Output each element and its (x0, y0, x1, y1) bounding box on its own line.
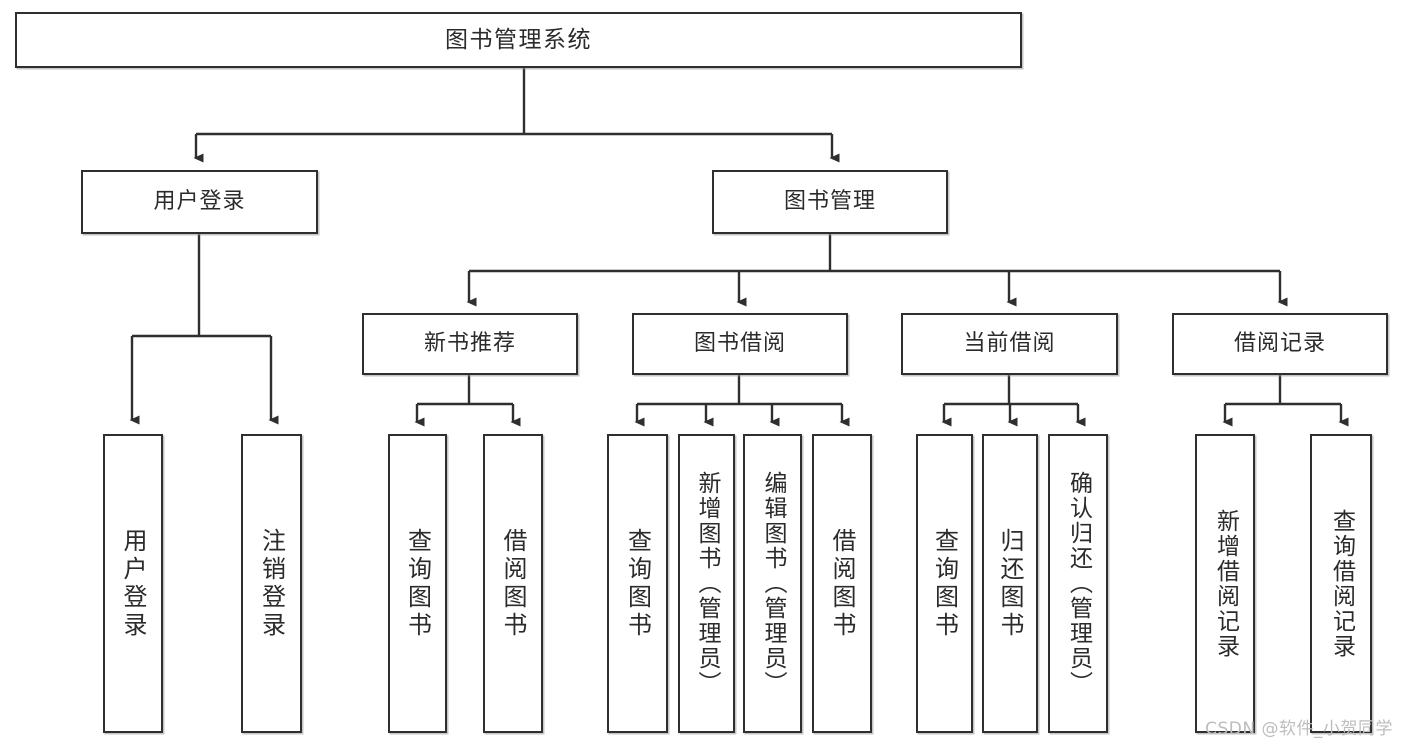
node-current-borrow[interactable]: 当前借阅 (901, 313, 1118, 375)
node-leaf-user-login[interactable]: 用户登录 (103, 434, 163, 733)
node-leaf-query-borrow-record[interactable]: 查询借阅记录 (1310, 434, 1372, 733)
node-borrow-record[interactable]: 借阅记录 (1172, 313, 1388, 375)
node-label: 借阅记录 (1233, 331, 1326, 356)
node-label: 注销登录 (257, 527, 286, 640)
node-label: 查询图书 (403, 527, 432, 640)
node-label: 新增图书（管理员） (694, 471, 720, 696)
node-leaf-add-book-admin[interactable]: 新增图书（管理员） (678, 434, 735, 733)
node-leaf-query-book-borrow[interactable]: 查询图书 (607, 434, 668, 733)
node-book-management[interactable]: 图书管理 (712, 170, 948, 234)
node-label: 编辑图书（管理员） (760, 471, 786, 696)
node-root-system[interactable]: 图书管理系统 (15, 12, 1022, 68)
node-leaf-edit-book-admin[interactable]: 编辑图书（管理员） (743, 434, 802, 733)
node-label: 新增借阅记录 (1212, 508, 1239, 659)
node-leaf-add-borrow-record[interactable]: 新增借阅记录 (1195, 434, 1255, 733)
node-label: 查询借阅记录 (1328, 508, 1355, 659)
node-leaf-logout-login[interactable]: 注销登录 (241, 434, 302, 733)
node-leaf-query-book-current[interactable]: 查询图书 (916, 434, 973, 733)
node-label: 图书借阅 (693, 331, 786, 356)
node-leaf-return-book[interactable]: 归还图书 (982, 434, 1038, 733)
node-label: 确认归还（管理员） (1065, 471, 1092, 696)
node-label: 用户登录 (153, 189, 246, 214)
node-label: 借阅图书 (499, 527, 527, 640)
node-label: 图书管理系统 (445, 26, 592, 53)
node-leaf-confirm-return-admin[interactable]: 确认归还（管理员） (1048, 434, 1108, 733)
node-label: 查询图书 (930, 527, 959, 640)
node-label: 当前借阅 (963, 331, 1056, 356)
node-label: 借阅图书 (828, 527, 856, 640)
node-label: 用户登录 (119, 527, 147, 640)
node-leaf-borrow-book-borrow[interactable]: 借阅图书 (812, 434, 872, 733)
node-label: 新书推荐 (423, 331, 516, 356)
node-leaf-query-book-newbook[interactable]: 查询图书 (388, 434, 447, 733)
node-label: 图书管理 (783, 189, 876, 214)
node-label: 归还图书 (996, 527, 1024, 640)
node-new-book-recommend[interactable]: 新书推荐 (362, 313, 578, 375)
watermark-text: CSDN @软件_小贺同学 (1205, 719, 1393, 739)
node-user-login[interactable]: 用户登录 (81, 170, 318, 234)
node-label: 查询图书 (623, 527, 652, 640)
node-book-borrow[interactable]: 图书借阅 (632, 313, 848, 375)
node-leaf-borrow-book-newbook[interactable]: 借阅图书 (483, 434, 543, 733)
